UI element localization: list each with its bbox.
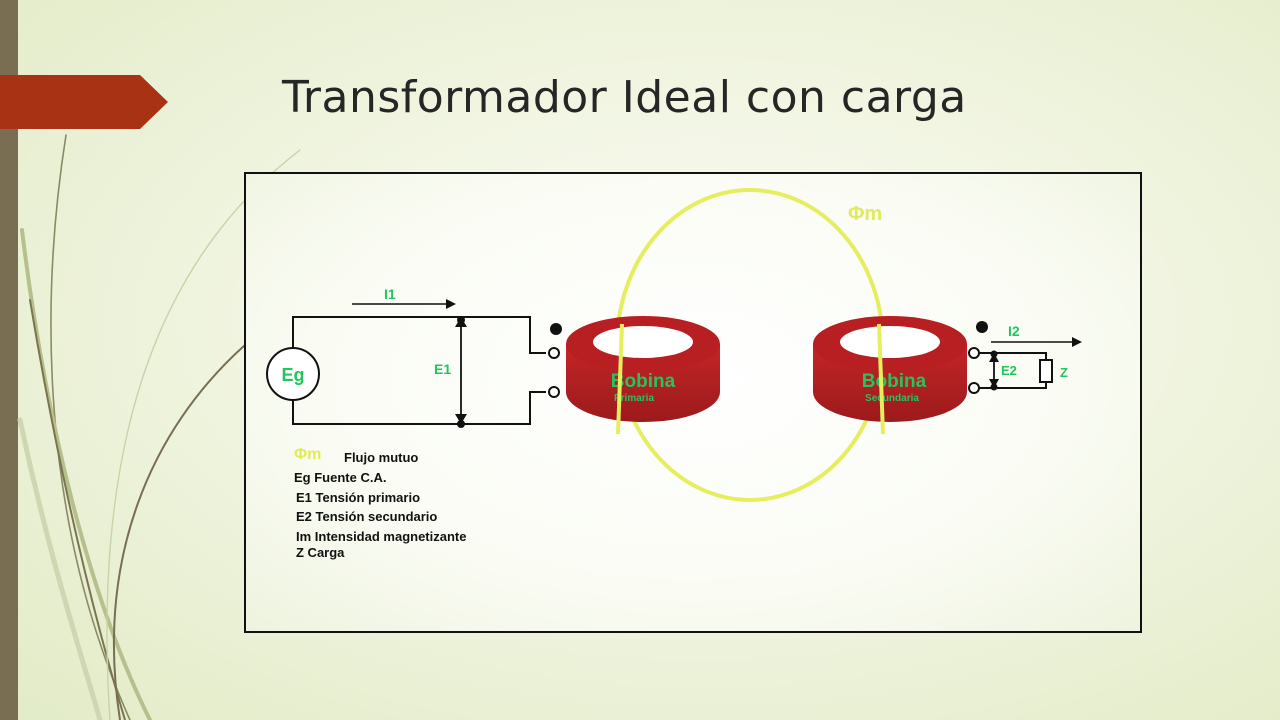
current-secondary-label: I2 bbox=[1008, 323, 1020, 339]
left-accent-bar bbox=[0, 0, 18, 720]
voltage-primary-label: E1 bbox=[434, 361, 451, 377]
load-resistor bbox=[1039, 359, 1053, 383]
source-label: Eg bbox=[281, 365, 304, 385]
load-label: Z bbox=[1060, 365, 1068, 380]
voltage-secondary-label: E2 bbox=[1001, 363, 1017, 378]
slide-title: Transformador Ideal con carga bbox=[282, 72, 967, 123]
secondary-coil-sub: Secundaria bbox=[865, 393, 919, 404]
polarity-dot bbox=[550, 323, 562, 335]
flux-ring-front bbox=[616, 323, 624, 435]
legend-flux: Flujo mutuo bbox=[344, 450, 418, 465]
primary-coil-sub: Primaria bbox=[614, 393, 654, 404]
primary-coil: Bobina Primaria bbox=[566, 316, 720, 422]
junction-dot bbox=[457, 420, 465, 428]
legend-item: E2 Tensión secundario bbox=[296, 509, 437, 524]
legend: Φm Flujo mutuo Eg Fuente C.A. E1 Tensión… bbox=[294, 446, 466, 560]
terminal bbox=[548, 386, 560, 398]
decorative-curves bbox=[17, 134, 301, 720]
terminal bbox=[968, 382, 980, 394]
current-secondary-arrowhead bbox=[1072, 337, 1082, 347]
current-primary-arrowhead bbox=[446, 299, 456, 309]
secondary-coil: Bobina Secundaria bbox=[813, 316, 967, 422]
flux-symbol-label: Φm bbox=[848, 203, 882, 225]
legend-item: Z Carga bbox=[296, 545, 345, 560]
terminal bbox=[548, 347, 560, 359]
svg-text:Φm: Φm bbox=[848, 203, 882, 225]
terminal bbox=[968, 347, 980, 359]
flux-ring-front bbox=[877, 323, 885, 435]
legend-item: Im Intensidad magnetizante bbox=[296, 529, 466, 544]
voltage-primary-arrow-bottom bbox=[455, 414, 467, 424]
polarity-dot bbox=[976, 321, 988, 333]
current-primary-label: I1 bbox=[384, 286, 396, 302]
junction-dot bbox=[990, 383, 998, 391]
primary-circuit bbox=[292, 316, 546, 425]
title-arrow-shape bbox=[0, 75, 168, 129]
legend-item: E1 Tensión primario bbox=[296, 490, 420, 505]
source-circle bbox=[266, 347, 320, 401]
transformer-diagram: Φm I1 E1 Eg Bobina Primaria bbox=[266, 188, 1082, 560]
legend-item: Eg Fuente C.A. bbox=[294, 470, 386, 485]
secondary-coil-name: Bobina bbox=[862, 371, 927, 392]
junction-dot bbox=[990, 350, 998, 358]
diagram-frame: Φm I1 E1 Eg Bobina Primaria bbox=[244, 172, 1142, 633]
junction-dot bbox=[457, 316, 465, 324]
primary-coil-name: Bobina bbox=[611, 371, 676, 392]
legend-flux-symbol: Φm bbox=[294, 446, 321, 463]
